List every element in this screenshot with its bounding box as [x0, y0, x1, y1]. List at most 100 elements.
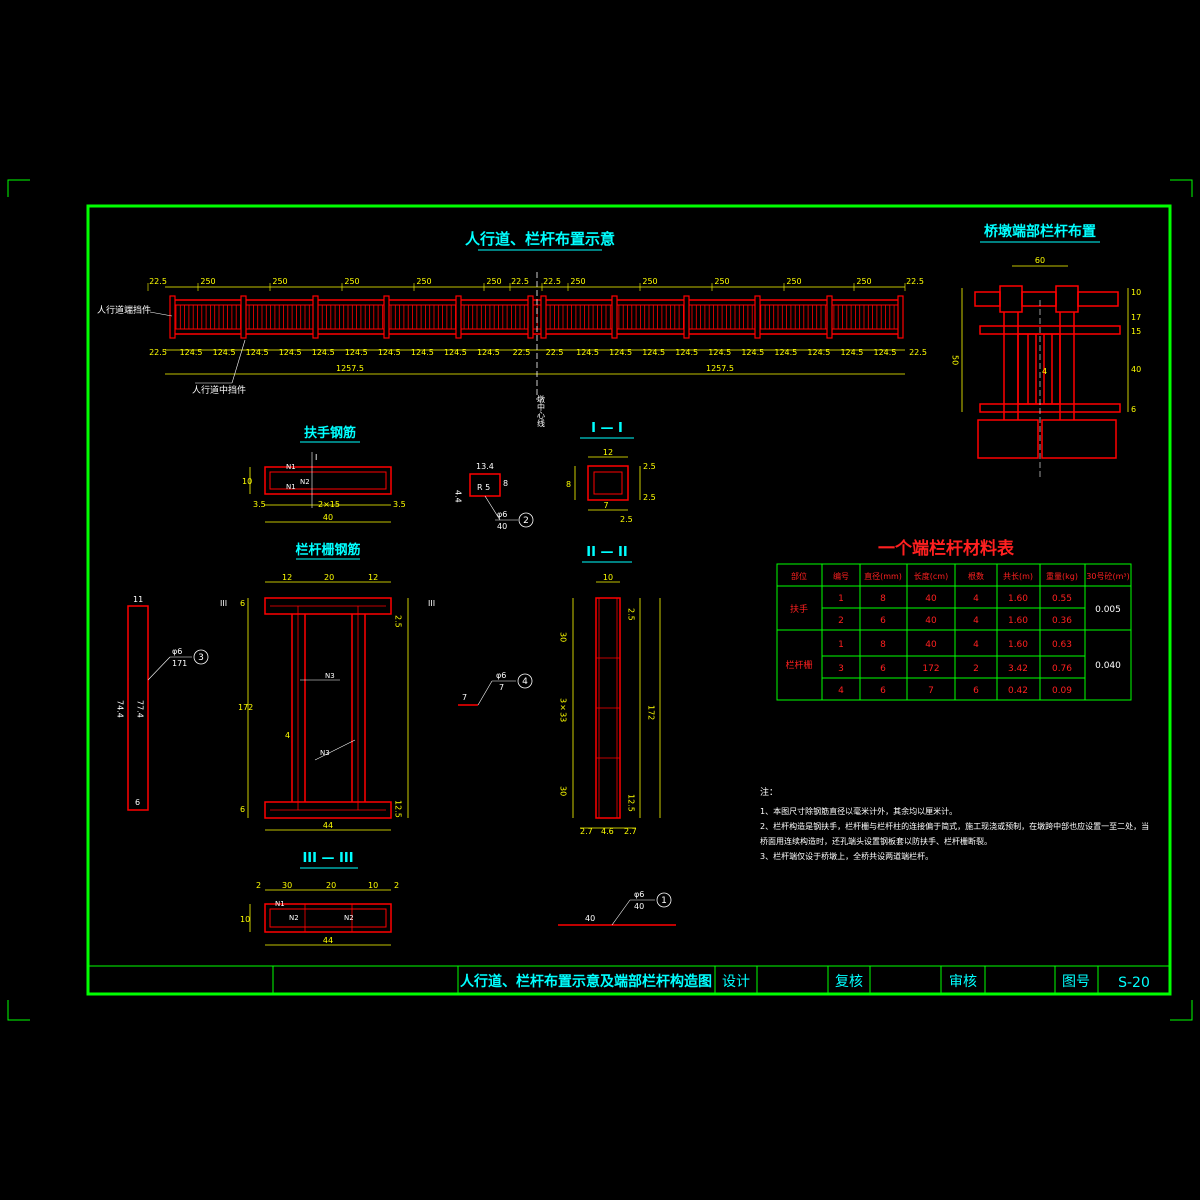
table-cell: 4: [973, 616, 979, 626]
bar1-num: 1: [661, 896, 667, 906]
sheet-number: S-20: [1118, 975, 1150, 991]
top-dim-label: 22.5: [149, 277, 167, 286]
section-3-title: III — III: [302, 851, 353, 866]
stirrup-bar: φ6: [497, 510, 507, 519]
table-cell: 3: [838, 664, 844, 674]
bal-dim-125: 12.5: [394, 800, 403, 818]
note-line-2: 2、栏杆构造是钢扶手，栏杆栅与栏杆柱的连接偏于简式，施工现浇或预制，在墩跨中部也…: [760, 821, 1149, 831]
table-header-cell: 部位: [791, 571, 807, 581]
bottom-dim-label: 124.5: [180, 348, 203, 357]
sec2-dim-g: 4.6: [601, 827, 614, 836]
note-line-1: 1、本图尺寸除钢筋直径以毫米计外，其余均以厘米计。: [760, 806, 957, 816]
bottom-dim-label: 124.5: [675, 348, 698, 357]
table-cell: 172: [922, 664, 939, 674]
table-header-cell: 直径(mm): [864, 571, 902, 581]
bal-sec-mark-l: III: [220, 599, 227, 608]
total-dim-left: 1257.5: [336, 364, 364, 373]
title-block: 人行道、栏杆布置示意及端部栏杆构造图 设计 复核 审核 图号 S-20: [88, 965, 1170, 994]
table-concrete-1: 0.005: [1095, 605, 1121, 615]
table-cell: 6: [973, 686, 979, 696]
sheet-border: [86, 204, 1172, 996]
bottom-dim-label: 124.5: [444, 348, 467, 357]
top-dim-label: 250: [786, 277, 801, 286]
section-2-view: II — II 10 30 3×33 30 2.5 12.5 172 2.7 4…: [559, 545, 661, 836]
sec2-dim-top: 10: [603, 573, 613, 582]
table-header-cell: 重量(kg): [1046, 571, 1078, 581]
bar3-dim-l: 74.4: [116, 700, 125, 718]
bottom-dim-label: 124.5: [378, 348, 401, 357]
center-line-label: 墩中心线: [537, 394, 546, 427]
table-cell: 3.42: [1008, 664, 1028, 674]
top-dim-label: 250: [272, 277, 287, 286]
bar1-len: 40: [634, 902, 644, 911]
table-cell: 0.76: [1052, 664, 1072, 674]
table-concrete-2: 0.040: [1095, 661, 1121, 671]
sec3-n2b: N2: [344, 914, 354, 922]
note-line-4: 3、栏杆端仅设于桥墩上，全桥共设两道端栏杆。: [760, 851, 933, 861]
table-cell: 0.55: [1052, 594, 1072, 604]
handrail-n1a: N1: [286, 463, 296, 471]
pier-dim-d: 40: [1131, 365, 1141, 374]
bar3-dim-r: 77.4: [136, 700, 145, 718]
sec3-dim-h: 10: [240, 915, 250, 924]
bottom-dim-label: 124.5: [609, 348, 632, 357]
table-cell: 1: [838, 640, 844, 650]
handrail-n2: N2: [300, 478, 310, 486]
handrail-rebar-view: 扶手钢筋 N1 N2 N1 I 10 3.5 3.5 2×15 40: [242, 425, 406, 523]
end-post-label: 人行道端挡件: [97, 304, 151, 316]
pier-dim-height: 50: [951, 355, 960, 365]
bottom-dim-label: 124.5: [774, 348, 797, 357]
bal-dim-6: 6: [240, 599, 245, 608]
table-header-cell: 根数: [968, 571, 984, 581]
table-header-cell: 30号砼(m³): [1086, 571, 1129, 581]
bar1-bar: φ6: [634, 890, 644, 899]
table-cell: 4: [838, 686, 844, 696]
pier-dim-e: 6: [1131, 405, 1136, 414]
bal-dim-25: 2.5: [394, 615, 403, 628]
table-cell: 1.60: [1008, 594, 1028, 604]
handrail-dim-h: 10: [242, 477, 252, 486]
bal-dim-4: 4: [285, 731, 290, 740]
table-cell: 4: [973, 640, 979, 650]
sec2-dim-e: 12.5: [627, 794, 636, 812]
table-cell: 0.36: [1052, 616, 1072, 626]
material-table-title: 一个端栏杆材料表: [878, 538, 1015, 559]
sec3-dim-b: 30: [282, 881, 292, 890]
top-dim-label: 22.5: [511, 277, 529, 286]
pier-view-title: 桥墩端部栏杆布置: [984, 223, 1096, 240]
drawing-title: 人行道、栏杆布置示意及端部栏杆构造图: [460, 973, 712, 990]
railing-post: [611, 295, 618, 339]
table-cell: 40: [925, 616, 937, 626]
railing-post: [240, 295, 247, 339]
sec2-dim-f: 2.7: [580, 827, 593, 836]
sec1-dim-lh: 8: [566, 480, 571, 489]
section-3-view: III — III 2 30 20 10 2 N1 N2 N2 10 44: [240, 851, 399, 946]
note-line-3: 桥面用连续构造时，还孔端头设置钢板套以防扶手、栏杆栅断裂。: [760, 836, 992, 846]
bottom-dim-label: 124.5: [807, 348, 830, 357]
sec1-dim-b2: 2.5: [620, 515, 633, 524]
table-cell: 0.63: [1052, 640, 1072, 650]
bottom-dim-label: 22.5: [546, 348, 564, 357]
stirrup-num: 2: [523, 516, 529, 526]
check-label: 复核: [835, 973, 863, 990]
baluster-title: 栏杆栅钢筋: [295, 542, 360, 558]
stirrup-dim-r: R 5: [477, 483, 490, 492]
bar4-num: 4: [522, 677, 528, 687]
top-dim-label: 250: [714, 277, 729, 286]
top-dim-label: 250: [200, 277, 215, 286]
sec3-n1: N1: [275, 900, 285, 908]
bottom-dim-label: 22.5: [513, 348, 531, 357]
table-cell: 6: [880, 664, 886, 674]
top-dim-label: 250: [570, 277, 585, 286]
main-view-title: 人行道、栏杆布置示意: [465, 230, 615, 248]
table-cell: 4: [973, 594, 979, 604]
table-cell: 8: [880, 640, 886, 650]
sec3-dim-d: 10: [368, 881, 378, 890]
table-cell: 1.60: [1008, 640, 1028, 650]
stirrup-dim-h: 4.4: [454, 490, 463, 503]
